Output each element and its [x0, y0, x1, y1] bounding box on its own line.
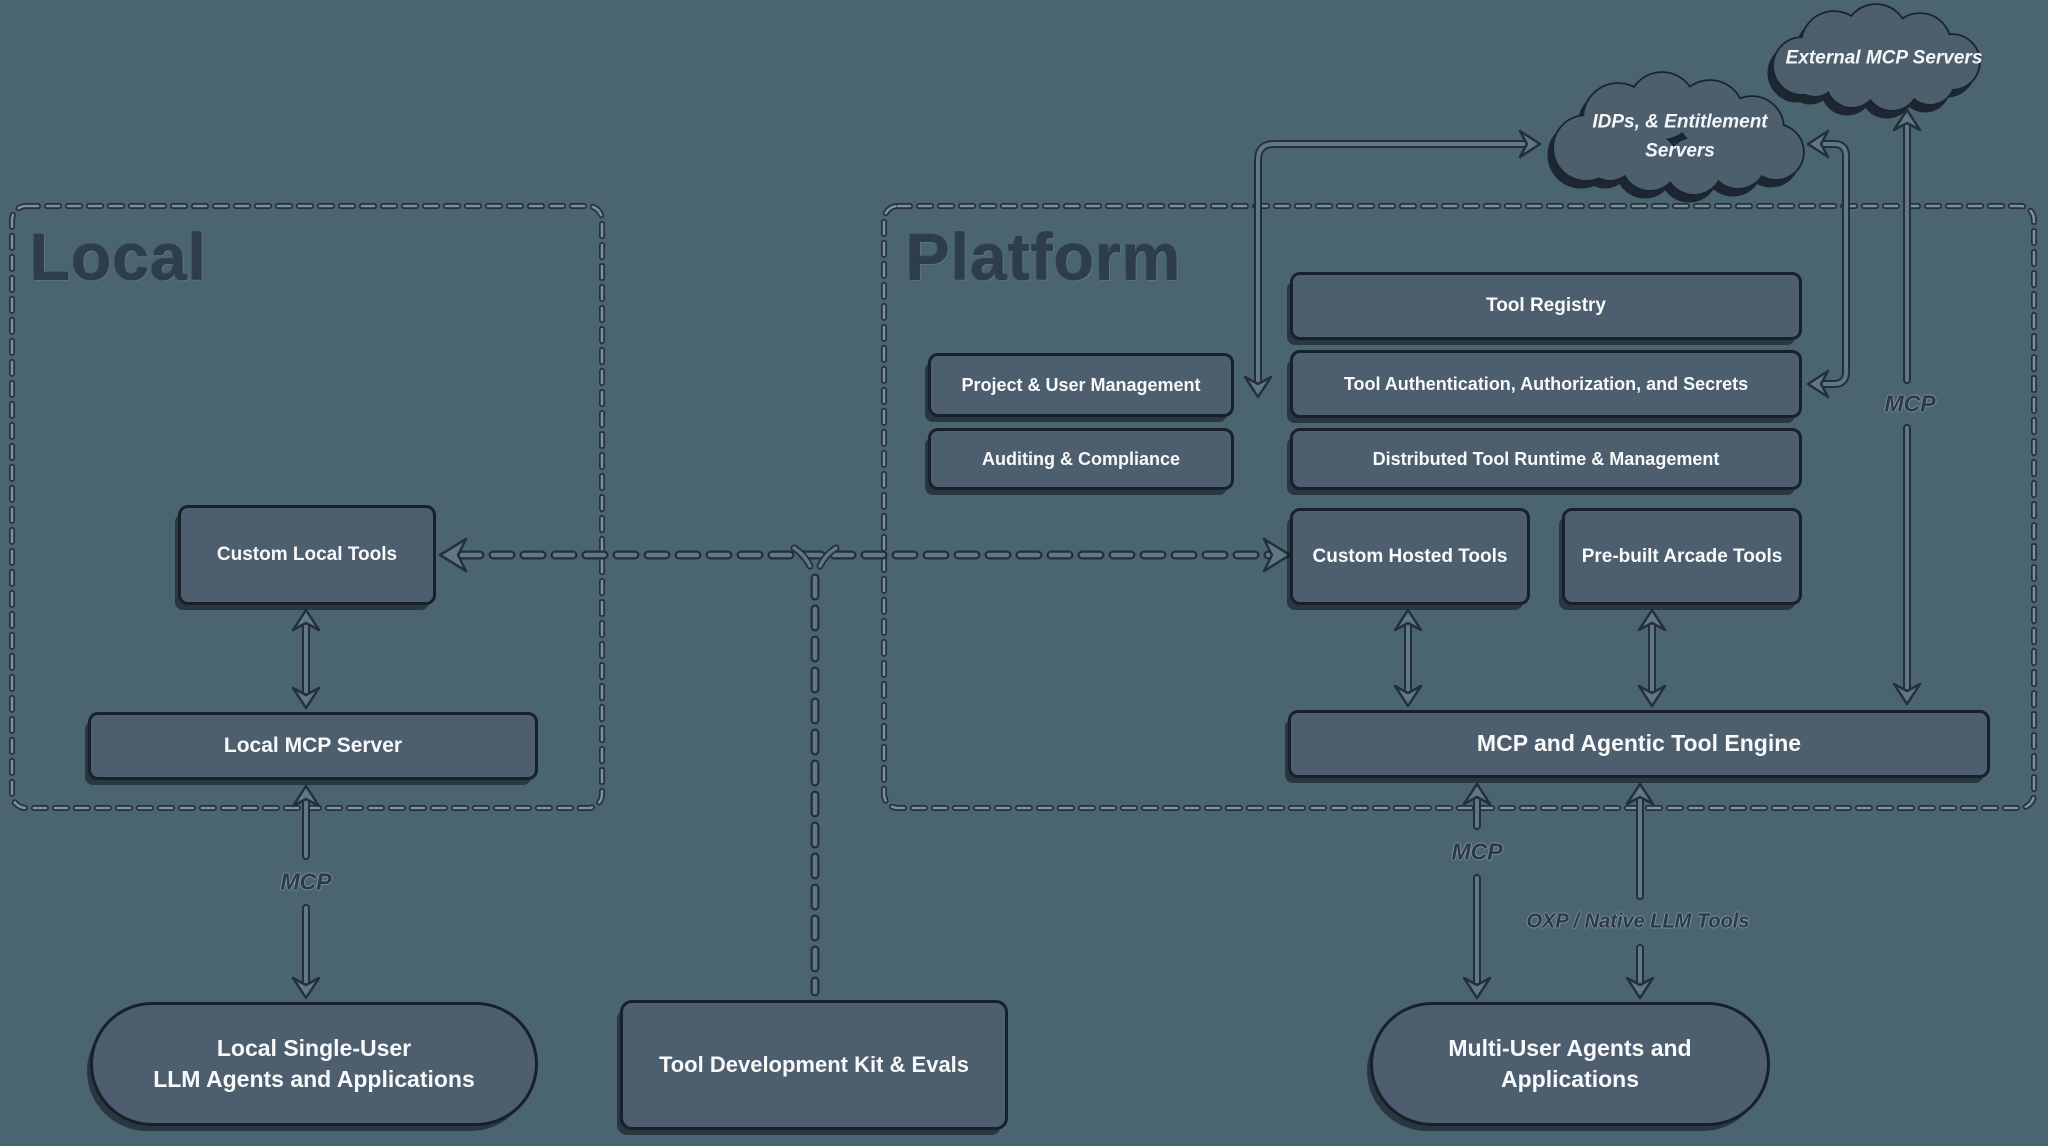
local-agents-line1: Local Single-User: [216, 1034, 412, 1061]
idps-entitlement-label: IDPs, & Entitlement Servers: [1592, 108, 1767, 167]
arrow-custom-local-to-local-mcp: [291, 608, 321, 710]
dashed-arrow-local-hosted-tools: [438, 537, 1292, 573]
custom-local-tools-label: Custom Local Tools: [216, 544, 398, 566]
node-prebuilt-arcade-tools: Pre-built Arcade Tools: [1562, 508, 1802, 605]
multi-user-line1: Multi-User Agents and: [1448, 1034, 1692, 1061]
node-custom-local-tools: Custom Local Tools: [178, 505, 436, 605]
node-tool-registry: Tool Registry: [1290, 272, 1802, 340]
arrow-local-mcp-to-local-agents: [291, 784, 321, 1000]
edge-label-mcp-external: MCP: [1884, 390, 1936, 417]
arrow-tool-auth-to-idps: [1806, 129, 1850, 399]
node-tool-authentication: Tool Authentication, Authorization, and …: [1290, 350, 1802, 418]
arrow-custom-hosted-to-engine: [1393, 608, 1423, 708]
arrow-engine-to-external-mcp: [1892, 108, 1922, 706]
tool-registry-label: Tool Registry: [1486, 295, 1606, 317]
node-local-mcp-server: Local MCP Server: [88, 712, 538, 780]
dashed-branch-tdk: [790, 544, 840, 997]
node-distributed-runtime: Distributed Tool Runtime & Management: [1290, 428, 1802, 490]
idps-label-line2: Servers: [1645, 141, 1715, 162]
node-multi-user-agents: Multi-User Agents and Applications: [1370, 1002, 1770, 1126]
arrow-auth-row-to-idps: [1243, 129, 1542, 399]
node-auditing-compliance: Auditing & Compliance: [928, 428, 1234, 490]
node-project-user-management: Project & User Management: [928, 353, 1234, 417]
multi-user-line2: Applications: [1500, 1066, 1639, 1092]
platform-container-border: [881, 203, 2037, 811]
node-tool-development-kit: Tool Development Kit & Evals: [620, 1000, 1008, 1130]
external-mcp-servers-label: External MCP Servers: [1785, 47, 1983, 69]
arrow-engine-to-multiuser-oxp: [1625, 782, 1655, 1000]
idps-label-line1: IDPs, & Entitlement: [1592, 111, 1768, 133]
auditing-compliance-label: Auditing & Compliance: [982, 448, 1180, 469]
local-region-title: Local: [30, 220, 208, 294]
node-custom-hosted-tools: Custom Hosted Tools: [1290, 508, 1530, 605]
platform-region-title: Platform: [906, 220, 1182, 294]
edge-label-oxp-native: OXP / Native LLM Tools: [1526, 910, 1750, 933]
node-local-single-user-agents: Local Single-User LLM Agents and Applica…: [90, 1002, 538, 1126]
arrow-engine-to-multiuser-mcp: [1462, 782, 1492, 1000]
custom-hosted-tools-label: Custom Hosted Tools: [1312, 545, 1508, 567]
edge-label-mcp-engine: MCP: [1451, 838, 1503, 865]
distributed-runtime-label: Distributed Tool Runtime & Management: [1372, 448, 1720, 469]
mcp-agentic-tool-engine-label: MCP and Agentic Tool Engine: [1476, 730, 1802, 757]
edge-label-mcp-local: MCP: [280, 868, 332, 895]
local-mcp-server-label: Local MCP Server: [223, 733, 403, 757]
prebuilt-arcade-tools-label: Pre-built Arcade Tools: [1581, 545, 1783, 567]
tool-development-kit-label: Tool Development Kit & Evals: [658, 1052, 970, 1078]
tool-authentication-label: Tool Authentication, Authorization, and …: [1343, 373, 1749, 394]
project-user-management-label: Project & User Management: [961, 374, 1201, 395]
local-agents-line2: LLM Agents and Applications: [153, 1066, 475, 1092]
node-mcp-agentic-tool-engine: MCP and Agentic Tool Engine: [1288, 710, 1990, 778]
arrow-prebuilt-to-engine: [1637, 608, 1667, 708]
